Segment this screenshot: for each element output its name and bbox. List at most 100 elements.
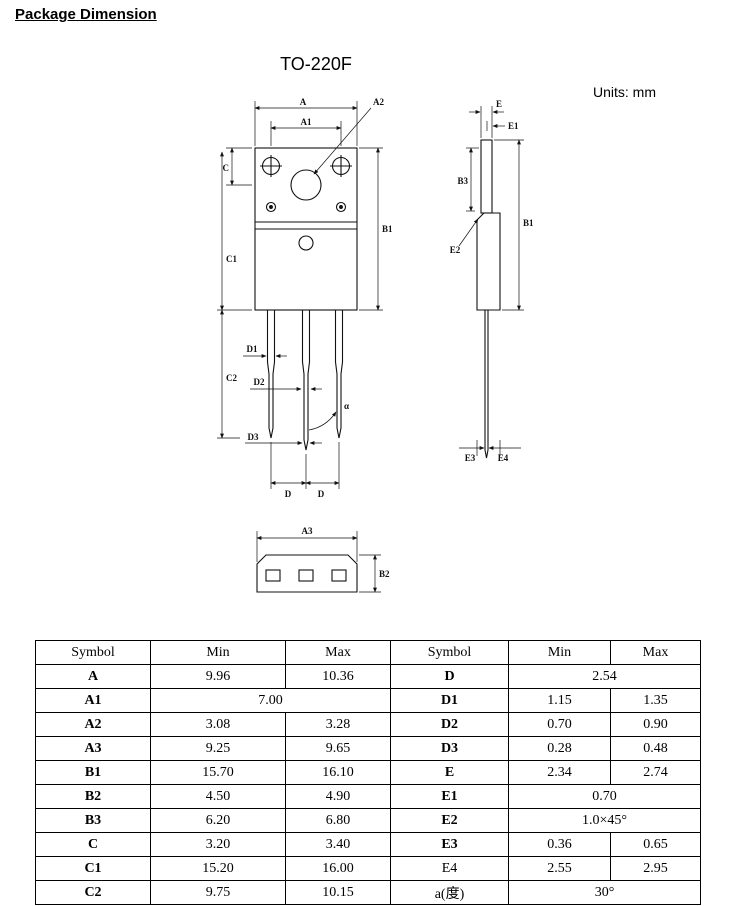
symbol-cell: B2 — [35, 784, 151, 809]
dim-label-a: A — [300, 97, 307, 107]
dimension-table: Symbol Min Max Symbol Min Max A 9.96 10.… — [35, 640, 701, 905]
symbol-cell: B1 — [35, 760, 151, 785]
max-cell: 6.80 — [285, 808, 391, 833]
table-row: A1 7.00 D1 1.15 1.35 — [35, 688, 701, 713]
symbol-cell: D2 — [390, 712, 509, 737]
dim-label-c1: C1 — [226, 254, 237, 264]
front-view-outline — [254, 147, 358, 451]
symbol-cell: C1 — [35, 856, 151, 881]
header-min-right: Min — [508, 640, 611, 665]
max-cell: 16.10 — [285, 760, 391, 785]
dim-label-a3: A3 — [302, 526, 313, 536]
table-row: B1 15.70 16.10 E 2.34 2.74 — [35, 760, 701, 785]
table-row: C 3.20 3.40 E3 0.36 0.65 — [35, 832, 701, 857]
dim-label-e3: E3 — [465, 453, 476, 463]
dim-label-d3: D3 — [248, 432, 259, 442]
min-cell: 3.20 — [150, 832, 286, 857]
package-name: TO-220F — [280, 54, 352, 74]
value-cell: 1.0×45° — [508, 808, 701, 833]
table-header-row: Symbol Min Max Symbol Min Max — [35, 640, 701, 665]
table-row: B3 6.20 6.80 E2 1.0×45° — [35, 808, 701, 833]
symbol-cell: E1 — [390, 784, 509, 809]
max-cell: 3.28 — [285, 712, 391, 737]
value-cell: 7.00 — [150, 688, 391, 713]
table-row: C1 15.20 16.00 E4 2.55 2.95 — [35, 856, 701, 881]
table-row: B2 4.50 4.90 E1 0.70 — [35, 784, 701, 809]
dim-label-a1: A1 — [301, 117, 312, 127]
symbol-cell: E2 — [390, 808, 509, 833]
dim-label-c: C — [223, 163, 230, 173]
min-cell: 9.25 — [150, 736, 286, 761]
min-cell: 0.28 — [508, 736, 611, 761]
dim-label-e: E — [496, 99, 502, 109]
table-row: A2 3.08 3.28 D2 0.70 0.90 — [35, 712, 701, 737]
header-min-left: Min — [150, 640, 286, 665]
dim-label-alpha: α — [344, 401, 349, 411]
max-cell: 9.65 — [285, 736, 391, 761]
table-row: C2 9.75 10.15 a(度) 30° — [35, 880, 701, 905]
dim-label-e1: E1 — [508, 121, 519, 131]
max-cell: 4.90 — [285, 784, 391, 809]
min-cell: 1.15 — [508, 688, 611, 713]
symbol-cell: A1 — [35, 688, 151, 713]
symbol-cell: A — [35, 664, 151, 689]
bottom-view-dimension-lines — [256, 531, 381, 593]
dim-label-b1: B1 — [382, 224, 393, 234]
side-view-outline — [476, 139, 501, 459]
symbol-cell: D — [390, 664, 509, 689]
max-cell: 0.48 — [610, 736, 701, 761]
dim-label-a2: A2 — [373, 97, 384, 107]
units-label: Units: mm — [593, 84, 656, 100]
symbol-cell: A2 — [35, 712, 151, 737]
min-cell: 2.55 — [508, 856, 611, 881]
max-cell: 1.35 — [610, 688, 701, 713]
max-cell: 3.40 — [285, 832, 391, 857]
symbol-cell: B3 — [35, 808, 151, 833]
package-drawing: A A1 A2 C C1 C2 B1 D1 D2 D3 D D α — [217, 97, 534, 593]
dim-label-d-left: D — [285, 489, 292, 499]
dim-label-b2: B2 — [379, 569, 390, 579]
min-cell: 9.96 — [150, 664, 286, 689]
min-cell: 9.75 — [150, 880, 286, 905]
side-view-dimension-lines — [458, 106, 524, 456]
max-cell: 2.74 — [610, 760, 701, 785]
dim-label-d2: D2 — [254, 377, 265, 387]
dim-label-b1-side: B1 — [523, 218, 534, 228]
table-row: A 9.96 10.36 D 2.54 — [35, 664, 701, 689]
symbol-cell: C — [35, 832, 151, 857]
front-view-dimension-lines — [217, 101, 383, 489]
value-cell: 30° — [508, 880, 701, 905]
header-symbol-left: Symbol — [35, 640, 151, 665]
dim-label-d-right: D — [318, 489, 325, 499]
min-cell: 6.20 — [150, 808, 286, 833]
bottom-view-outline — [256, 554, 358, 593]
dim-label-d1: D1 — [247, 344, 258, 354]
dim-label-e4: E4 — [498, 453, 509, 463]
max-cell: 2.95 — [610, 856, 701, 881]
max-cell: 10.15 — [285, 880, 391, 905]
value-cell: 2.54 — [508, 664, 701, 689]
symbol-cell: E3 — [390, 832, 509, 857]
dim-label-e2: E2 — [450, 245, 461, 255]
table-row: A3 9.25 9.65 D3 0.28 0.48 — [35, 736, 701, 761]
min-cell: 2.34 — [508, 760, 611, 785]
min-cell: 0.70 — [508, 712, 611, 737]
header-symbol-right: Symbol — [390, 640, 509, 665]
page-title: Package Dimension — [15, 6, 157, 23]
symbol-cell: D1 — [390, 688, 509, 713]
dim-label-c2: C2 — [226, 373, 237, 383]
min-cell: 3.08 — [150, 712, 286, 737]
max-cell: 10.36 — [285, 664, 391, 689]
max-cell: 16.00 — [285, 856, 391, 881]
min-cell: 15.20 — [150, 856, 286, 881]
dim-label-b3: B3 — [457, 176, 468, 186]
symbol-cell: a(度) — [390, 880, 509, 905]
header-max-left: Max — [285, 640, 391, 665]
symbol-cell: A3 — [35, 736, 151, 761]
min-cell: 15.70 — [150, 760, 286, 785]
header-max-right: Max — [610, 640, 701, 665]
symbol-cell: E — [390, 760, 509, 785]
symbol-cell: E4 — [390, 856, 509, 881]
symbol-cell: C2 — [35, 880, 151, 905]
